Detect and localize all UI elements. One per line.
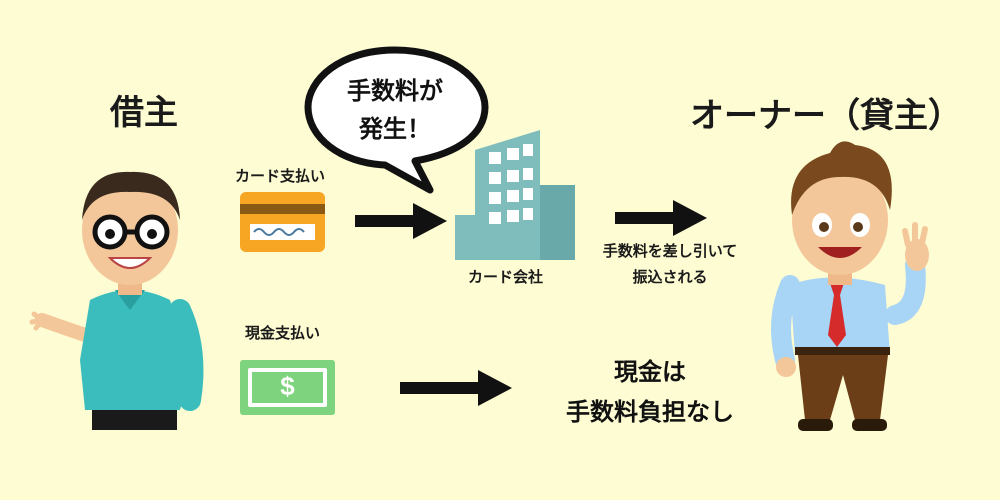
owner-figure bbox=[771, 141, 929, 431]
owner-title: オーナー（貸主） bbox=[690, 96, 962, 136]
bubble-line2: 発生！ bbox=[359, 115, 431, 143]
cash-note-line1: 現金は bbox=[614, 358, 686, 386]
borrower-figure bbox=[29, 171, 204, 430]
banknote-icon: $ bbox=[240, 360, 335, 415]
credit-card-icon bbox=[240, 192, 325, 252]
cash-note-line2: 手数料負担なし bbox=[566, 398, 734, 426]
arrow-company-to-owner bbox=[615, 200, 707, 236]
arrow-cash bbox=[400, 370, 512, 406]
deduction-note-line2: 振込される bbox=[632, 268, 708, 286]
arrow-card-to-company bbox=[355, 203, 447, 239]
cash-payment-label: 現金支払い bbox=[245, 324, 321, 342]
card-payment-label: カード支払い bbox=[235, 167, 326, 185]
dollar-sign: $ bbox=[280, 371, 295, 401]
card-company-label: カード会社 bbox=[468, 268, 544, 286]
borrower-title: 借主 bbox=[110, 93, 178, 133]
speech-bubble bbox=[304, 46, 489, 194]
deduction-note-line1: 手数料を差し引いて bbox=[602, 242, 738, 260]
bubble-line1: 手数料が bbox=[347, 77, 443, 105]
building-icon bbox=[455, 130, 575, 260]
